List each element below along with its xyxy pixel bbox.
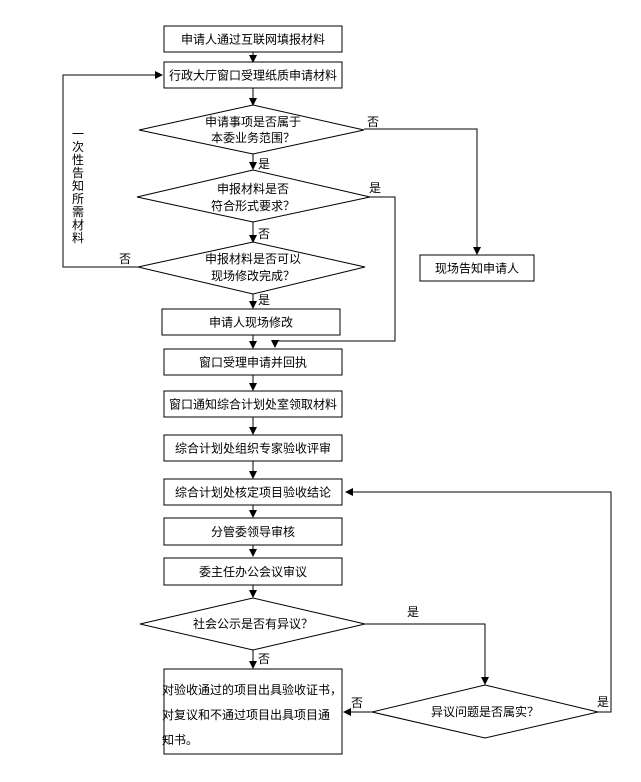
process-box-leader-review: 分管委领导审核	[163, 517, 343, 546]
decision-label-line-1: 申报材料是否	[217, 181, 289, 196]
decision-label-line-2: 符合形式要求？	[211, 198, 295, 213]
box-label: 申请人现场修改	[209, 315, 293, 330]
process-box-expert-review: 综合计划处组织专家验收评审	[163, 434, 343, 462]
process-box-director-meeting: 委主任办公会议审议	[163, 557, 343, 586]
label-verify-yes: 是	[597, 695, 609, 709]
decision-in-scope: 申请事项是否属于 本委业务范围？	[138, 104, 365, 155]
decision-label-line-1: 申请事项是否属于	[205, 115, 301, 129]
label-scope-no: 否	[367, 115, 379, 129]
label-scope-yes: 是	[258, 157, 270, 171]
decision-label-line-2: 本委业务范围？	[211, 130, 295, 145]
side-char: 知	[72, 179, 84, 193]
process-box-final-docs: 对验收通过的项目出具验收证书， 对复议和不通过项目出具项目通 知书。	[162, 668, 343, 755]
side-char: 性	[72, 153, 84, 167]
box-label: 现场告知申请人	[435, 262, 519, 276]
label-objection-yes: 是	[407, 605, 419, 619]
side-char: 告	[72, 166, 84, 180]
box-label-line-3: 知书。	[162, 733, 198, 747]
arrow-scope-no-to-notify-applicant	[364, 128, 481, 255]
box-label: 窗口受理申请并回执	[199, 356, 307, 370]
side-char: 所	[72, 192, 84, 206]
arrow-verify-yes-to-conclusion	[345, 488, 612, 713]
arrow-objection-yes-to-verify	[365, 623, 489, 685]
label-verify-no: 否	[351, 696, 363, 710]
process-box-onsite-modify: 申请人现场修改	[161, 308, 341, 336]
box-label-line-2: 对复议和不通过项目出具项目通	[162, 708, 330, 722]
box-label: 综合计划处组织专家验收评审	[175, 441, 331, 456]
decision-label: 社会公示是否有异议？	[193, 616, 313, 631]
process-box-determine-conclusion: 综合计划处核定项目验收结论	[163, 478, 343, 506]
box-label: 窗口通知综合计划处室领取材料	[169, 397, 337, 412]
label-objection-no: 否	[258, 652, 270, 666]
process-box-window-receipt: 窗口受理申请并回执	[163, 348, 343, 376]
label-format-no: 否	[258, 227, 270, 241]
box-label: 分管委领导审核	[211, 524, 295, 539]
process-box-submit-online: 申请人通过互联网填报材料	[163, 25, 343, 53]
label-format-yes: 是	[369, 181, 381, 195]
label-fixable-yes: 是	[258, 293, 270, 307]
box-label: 行政大厅窗口受理纸质申请材料	[169, 69, 337, 83]
side-char: 一	[72, 127, 84, 141]
side-char: 次	[72, 140, 84, 154]
decision-objection-true: 异议问题是否属实？	[371, 684, 599, 739]
process-box-window-accept: 行政大厅窗口受理纸质申请材料	[163, 61, 343, 89]
connectors	[62, 52, 612, 716]
box-label-line-1: 对验收通过的项目出具验收证书，	[162, 682, 342, 697]
decision-public-objection: 社会公示是否有异议？	[139, 597, 366, 651]
process-box-notify-applicant: 现场告知申请人	[419, 254, 535, 282]
side-char: 需	[72, 205, 84, 219]
box-label: 综合计划处核定项目验收结论	[175, 485, 331, 500]
decision-label: 异议问题是否属实？	[431, 704, 539, 719]
box-label: 申请人通过互联网填报材料	[181, 32, 325, 47]
arrow-format-yes-to-receipt	[271, 196, 396, 348]
branch-labels: 否 是 是 否 否 是 是 否 否 是	[119, 115, 609, 710]
label-fixable-no: 否	[119, 252, 131, 266]
decision-label-line-1: 申报材料是否可以	[205, 251, 301, 266]
arrow-fixable-no-loop	[62, 71, 163, 268]
side-label-one-time-notice: 一 次 性 告 知 所 需 材 料	[72, 127, 84, 245]
side-char: 材	[72, 218, 84, 232]
decision-label-line-2: 现场修改完成？	[211, 268, 295, 283]
decision-fixable-onsite: 申报材料是否可以 现场修改完成？	[137, 241, 366, 295]
side-char: 料	[72, 231, 84, 245]
process-box-notify-office: 窗口通知综合计划处室领取材料	[163, 390, 343, 418]
box-label: 委主任办公会议审议	[199, 564, 307, 579]
decision-format-ok: 申报材料是否 符合形式要求？	[136, 169, 371, 223]
